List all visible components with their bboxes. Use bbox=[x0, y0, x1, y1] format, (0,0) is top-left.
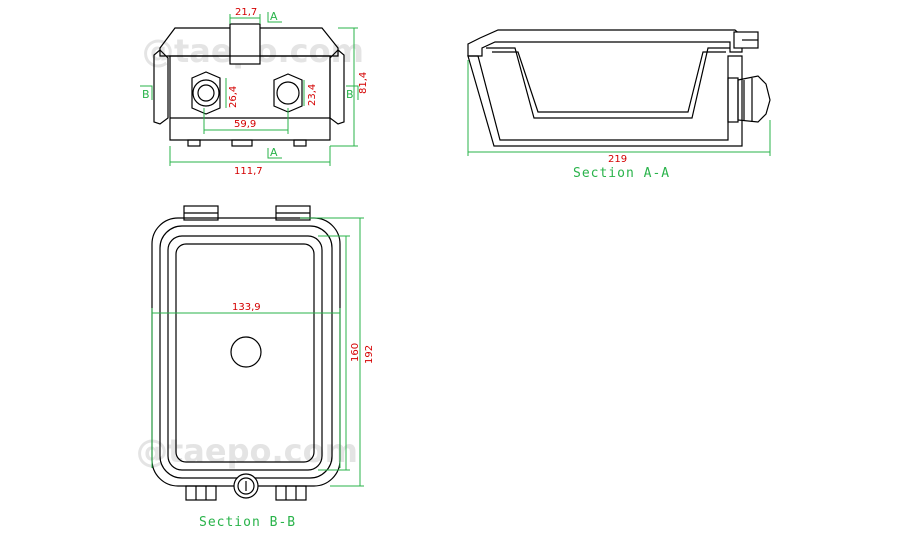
section-a-view: 219 Section A-A bbox=[467, 29, 771, 181]
front-lid bbox=[159, 27, 339, 57]
front-hinge-tab bbox=[229, 23, 261, 65]
left-cable-gland bbox=[191, 71, 221, 115]
section-b-gland-left bbox=[185, 485, 217, 501]
front-latch-left bbox=[153, 49, 169, 125]
dim-width-top: 21,7 bbox=[235, 7, 257, 18]
watermark-bottom: @taepo.com bbox=[136, 432, 358, 470]
dim-inner-width: 133,9 bbox=[232, 302, 261, 313]
section-mark-b-left: B bbox=[142, 88, 150, 101]
section-b-inner-cavity bbox=[167, 235, 323, 471]
dim-left-gland-height: 26,4 bbox=[228, 86, 239, 108]
dim-right-gland-height: 23,4 bbox=[307, 84, 318, 106]
section-a-tray-inner bbox=[492, 51, 726, 113]
front-view: 21,7 26,4 23,4 81,4 59,9 111,7 A A B B bbox=[140, 7, 369, 177]
section-mark-a-top: A bbox=[270, 10, 278, 23]
dim-inner-height: 160 bbox=[350, 343, 361, 362]
dim-section-a-length: 219 bbox=[608, 154, 627, 165]
section-a-caption: Section A-A bbox=[573, 166, 670, 181]
section-a-shell bbox=[467, 55, 743, 147]
section-mark-b-right: B bbox=[346, 88, 354, 101]
front-body bbox=[169, 55, 331, 141]
dim-outer-height: 192 bbox=[364, 345, 375, 364]
section-b-view: 133,9 160 192 Section B-B bbox=[151, 205, 375, 530]
section-a-lid bbox=[467, 29, 743, 57]
section-a-gland bbox=[727, 75, 771, 123]
section-a-tray-outer bbox=[486, 47, 730, 119]
dim-gland-spacing: 59,9 bbox=[234, 119, 256, 130]
section-b-gland-right bbox=[275, 485, 307, 501]
dim-total-width: 111,7 bbox=[234, 166, 263, 177]
right-cable-gland bbox=[273, 73, 303, 113]
section-mark-a-bottom: A bbox=[270, 146, 278, 159]
dim-total-height: 81,4 bbox=[358, 72, 369, 94]
section-b-center-hole bbox=[230, 336, 262, 368]
section-b-inner-cavity-2 bbox=[175, 243, 315, 463]
section-b-caption: Section B-B bbox=[199, 515, 296, 530]
front-latch-right bbox=[329, 49, 345, 125]
